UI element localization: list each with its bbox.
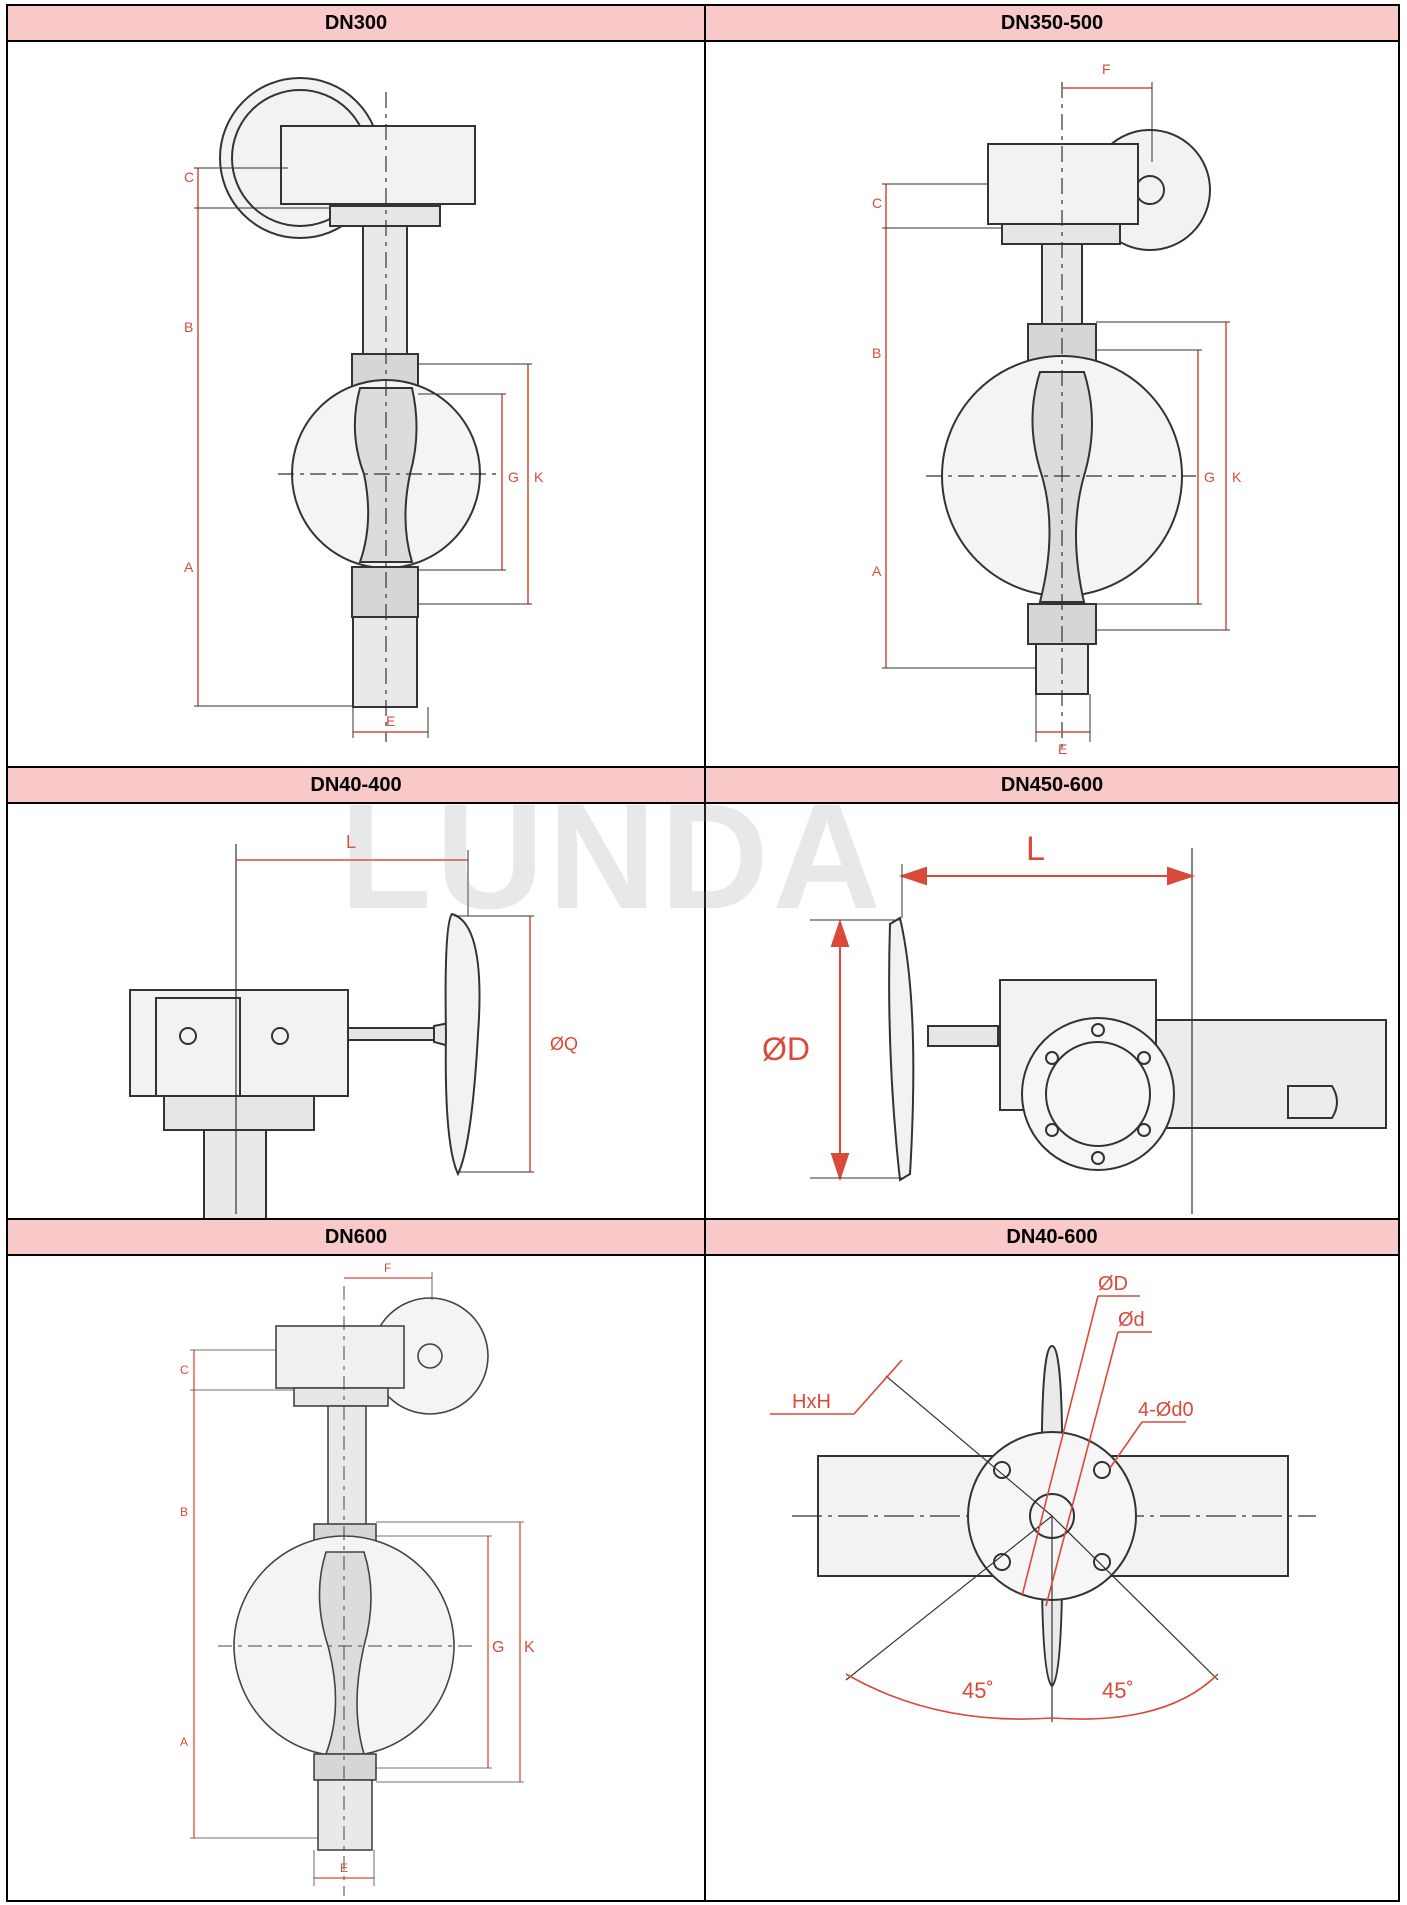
panel-dn40-600: ØD Ød 4-Ød0 HxH 45˚ 45˚ (704, 1254, 1400, 1902)
dim-label-od: ØD (1098, 1273, 1128, 1295)
valve-diagram-dn600: F C B A G K E (180, 1261, 535, 1896)
valve-diagram-dn40-600: ØD Ød 4-Ød0 HxH 45˚ 45˚ (770, 1273, 1316, 1722)
dim-label-a: A (872, 563, 882, 579)
dim-label-a: A (184, 559, 194, 575)
dim-label-a: A (180, 1735, 188, 1749)
dim-label-small-d: Ød (1118, 1309, 1145, 1331)
dim-label-f: F (1102, 61, 1111, 77)
panel-dn350-500: F C B A G K E (704, 40, 1400, 768)
dim-label-k: K (1232, 469, 1242, 485)
dim-label-k: K (534, 469, 544, 485)
drawing-sheet: DN300 DN350-500 (6, 4, 1400, 1902)
panel-title-dn40-400: DN40-400 (6, 766, 706, 804)
dim-label-od: ØD (762, 1031, 810, 1067)
panel-title-dn450-600: DN450-600 (704, 766, 1400, 804)
panel-title-dn300: DN300 (6, 4, 706, 42)
angle-label-left: 45˚ (962, 1678, 994, 1703)
panel-title-dn40-600: DN40-600 (704, 1218, 1400, 1256)
dim-label-b: B (184, 319, 193, 335)
dim-label-hxh: HxH (792, 1391, 831, 1413)
dim-label-e: E (340, 1861, 348, 1875)
dim-label-e: E (386, 713, 395, 729)
panel-dn40-400: L ØQ (6, 802, 706, 1220)
dim-label-c: C (180, 1363, 189, 1377)
dim-label-g: G (508, 469, 519, 485)
panel-title-dn600: DN600 (6, 1218, 706, 1256)
dim-label-e: E (1058, 741, 1067, 757)
panel-dn300: C B A G K E (6, 40, 706, 768)
dim-label-4-d0: 4-Ød0 (1138, 1399, 1194, 1421)
dim-label-l: L (346, 832, 356, 852)
dim-label-g: G (492, 1639, 504, 1656)
dim-label-l: L (1026, 830, 1045, 868)
panel-dn600: F C B A G K E (6, 1254, 706, 1902)
dim-label-oq: ØQ (550, 1034, 578, 1054)
dim-label-b: B (872, 345, 881, 361)
dim-label-c: C (872, 195, 882, 211)
dim-label-c: C (184, 169, 194, 185)
panel-dn450-600: L ØD (704, 802, 1400, 1220)
dim-label-f: F (384, 1261, 391, 1275)
valve-diagram-dn450-600: L ØD (762, 830, 1387, 1214)
valve-diagram-dn350-500: F C B A G K E (872, 61, 1242, 757)
angle-label-right: 45˚ (1102, 1678, 1134, 1703)
dim-label-g: G (1204, 469, 1215, 485)
dim-label-k: K (524, 1639, 535, 1656)
dim-label-b: B (180, 1505, 188, 1519)
panel-title-dn350-500: DN350-500 (704, 4, 1400, 42)
valve-diagram-dn40-400: L ØQ (129, 832, 578, 1218)
valve-diagram-dn300: C B A G K E (184, 77, 544, 742)
